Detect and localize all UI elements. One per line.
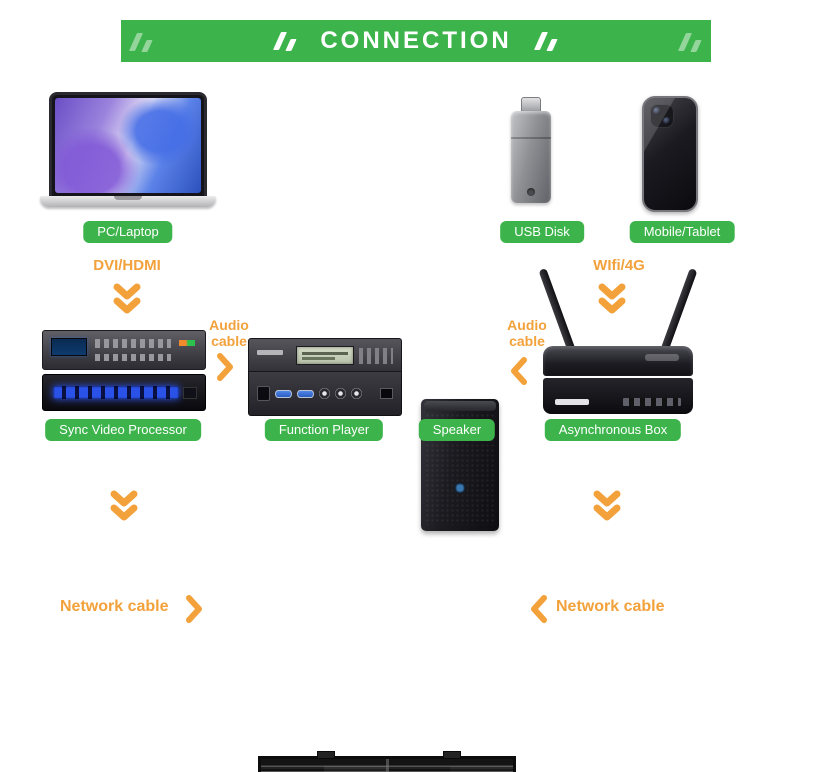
laptop-screen xyxy=(49,92,207,196)
laptop-base xyxy=(40,196,216,207)
laptop-wallpaper xyxy=(55,98,201,193)
led-hanger-tab xyxy=(317,751,335,759)
phone-gloss xyxy=(644,98,696,210)
ethernet-port xyxy=(380,388,393,399)
slash-decoration-right-icon xyxy=(677,32,702,52)
processor-led-strip xyxy=(53,386,179,399)
left-arrow-audio-icon xyxy=(511,357,527,385)
player-connector-panel xyxy=(248,372,402,416)
down-arrows-processor-icon xyxy=(110,490,138,521)
power-port xyxy=(257,386,270,401)
right-arrow-audio-icon xyxy=(217,353,233,381)
pc-laptop-label: PC/Laptop xyxy=(83,221,173,243)
right-arrow-network-icon xyxy=(186,595,202,623)
rca-port xyxy=(319,388,330,399)
processor-unit-bottom xyxy=(42,374,206,411)
audio-cable-right-label: Audio cable xyxy=(507,317,547,349)
dvi-hdmi-label: DVI/HDMI xyxy=(93,257,161,274)
wifi-4g-label: WIfi/4G xyxy=(593,257,645,274)
left-arrow-network-icon xyxy=(531,595,547,623)
router-top-face xyxy=(543,346,693,376)
vga-port xyxy=(275,389,292,398)
speaker-label: Speaker xyxy=(418,419,496,441)
function-player-label: Function Player xyxy=(264,419,384,441)
usb-disk-image xyxy=(509,97,553,203)
down-arrows-dvi-icon xyxy=(113,283,141,314)
speaker-logo xyxy=(455,483,465,493)
processor-buttons xyxy=(95,339,171,361)
led-hanger-tab xyxy=(443,751,461,759)
audio-cable-left-label: Audio cable xyxy=(209,317,249,349)
audio-cable-right-line1: Audio xyxy=(507,317,547,333)
usb-connector xyxy=(521,97,541,112)
router-front-face xyxy=(543,378,693,414)
video-processor-image xyxy=(42,330,206,411)
slash-left-icon xyxy=(273,31,297,51)
page-title: CONNECTION xyxy=(320,27,512,54)
audio-cable-left-line1: Audio xyxy=(209,317,249,333)
audio-cable-right-line2: cable xyxy=(509,333,545,349)
router-body xyxy=(543,346,693,414)
async-box-image xyxy=(538,266,698,414)
vga-port xyxy=(297,389,314,398)
usb-body xyxy=(511,111,551,203)
processor-display xyxy=(51,338,87,356)
header-banner: CONNECTION xyxy=(121,20,711,62)
down-arrows-async-icon xyxy=(593,490,621,521)
rca-port xyxy=(351,388,362,399)
rca-port xyxy=(335,388,346,399)
down-arrows-wifi-icon xyxy=(598,283,626,314)
usb-disk-label: USB Disk xyxy=(500,221,584,243)
player-lcd-display xyxy=(296,346,354,365)
led-screen-image xyxy=(258,751,516,772)
processor-unit-top xyxy=(42,330,206,370)
mobile-tablet-label: Mobile/Tablet xyxy=(629,221,735,243)
audio-cable-left-line2: cable xyxy=(211,333,247,349)
network-cable-left-label: Network cable xyxy=(60,598,169,615)
phone-camera xyxy=(650,104,674,128)
mobile-phone-image xyxy=(642,96,698,212)
laptop-image xyxy=(40,92,216,207)
slash-right-icon xyxy=(533,31,558,51)
slash-decoration-left-icon xyxy=(128,32,153,52)
player-front-panel xyxy=(248,338,402,372)
function-player-image xyxy=(248,338,402,416)
network-cable-right-label: Network cable xyxy=(556,598,665,615)
sync-video-processor-label: Sync Video Processor xyxy=(45,419,201,441)
asynchronous-box-label: Asynchronous Box xyxy=(544,419,682,441)
antenna-right xyxy=(659,268,698,356)
